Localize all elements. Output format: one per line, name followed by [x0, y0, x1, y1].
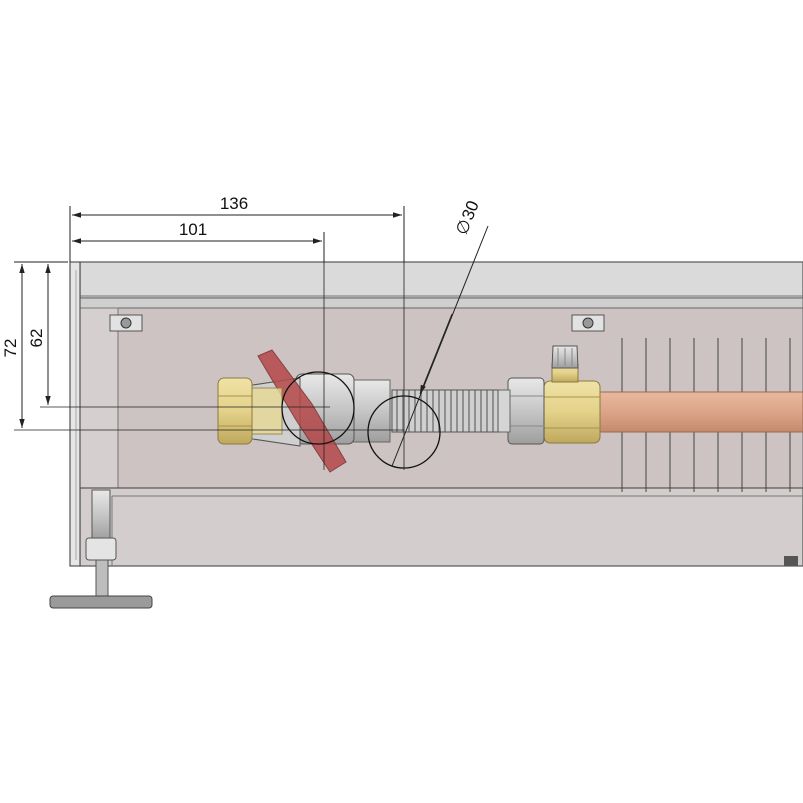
copper-pipe: [597, 391, 803, 433]
top-cover: [79, 261, 803, 299]
steel-union-nut: [495, 377, 545, 445]
diameter-symbol: ∅: [452, 217, 475, 238]
air-vent-valve: [551, 345, 579, 369]
detail-circle-valve: [281, 371, 355, 445]
lower-tray: [79, 487, 803, 567]
housing-left-wall: [69, 261, 81, 567]
cover-lip: [79, 297, 803, 309]
dimension-diameter: ∅ 30: [452, 198, 483, 237]
dimension-72: 72: [1, 339, 20, 358]
dimension-136: 136: [220, 194, 248, 213]
dimension-62: 62: [27, 329, 46, 348]
mounting-lug-right: [571, 314, 605, 332]
inner-left-wall: [79, 307, 119, 489]
dimension-101: 101: [179, 220, 207, 239]
dimension-lines: [14, 206, 489, 470]
mounting-lug-left: [109, 314, 143, 332]
corner-bracket: [784, 556, 798, 566]
brass-fitting-left: [217, 377, 283, 445]
levelling-foot: [49, 489, 153, 609]
